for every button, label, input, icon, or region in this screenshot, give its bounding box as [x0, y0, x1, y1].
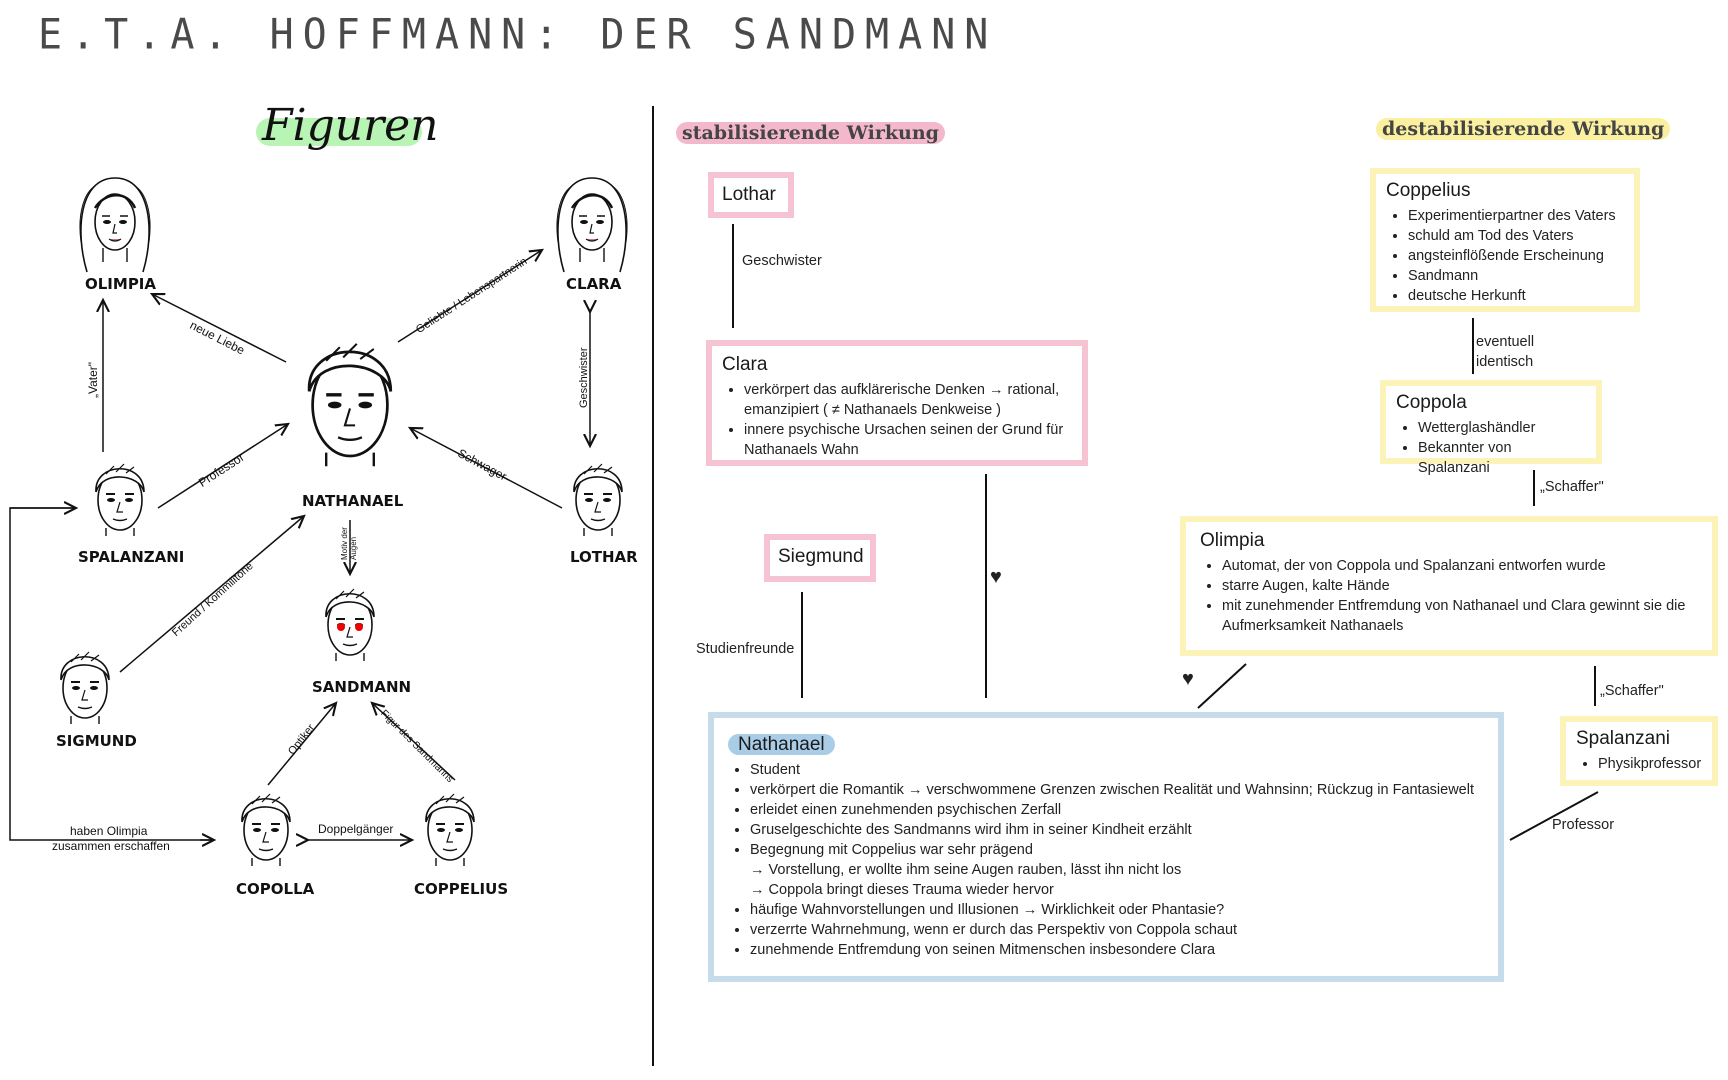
nathanael-item: Student: [750, 760, 1484, 780]
label-schaffer-coppola: „Schaffer": [1540, 479, 1604, 495]
coppelius-item: Sandmann: [1408, 266, 1624, 286]
sigmund-face: [59, 651, 111, 725]
page-title: E.T.A. HOFFMANN: DER SANDMANN: [38, 10, 998, 60]
clara-face: [555, 176, 629, 274]
nathanael-item: zunehmende Entfremdung von seinen Mitmen…: [750, 940, 1484, 960]
olimpia-item: Automat, der von Coppola und Spalanzani …: [1222, 556, 1698, 576]
line-siegmund-nathanael: [801, 592, 803, 698]
label-geschwister: Geschwister: [742, 253, 822, 269]
coppelius-item: angsteinflößende Erscheinung: [1408, 246, 1624, 266]
heart-clara: ♥: [990, 566, 1002, 588]
label-eventuell: eventuell: [1476, 334, 1535, 350]
nathanael-face: [307, 342, 393, 468]
arrow-schwager: [410, 428, 563, 509]
coppelius-item: schuld am Tod des Vaters: [1408, 226, 1624, 246]
lothar-face: [572, 463, 623, 537]
copolla-face: [240, 793, 291, 867]
figuren-heading: Figuren: [262, 100, 439, 151]
olimpia-item: starre Augen, kalte Hände: [1222, 576, 1698, 596]
label-schaffer-spalanzani: „Schaffer": [1600, 683, 1664, 699]
label-sandmann: SANDMANN: [312, 678, 412, 696]
box-coppola: Coppola Wetterglashändler Bekannter von …: [1380, 380, 1602, 476]
clara-title: Clara: [722, 354, 768, 375]
character-diagram: [9, 176, 629, 867]
line-clara-nathanael: [985, 474, 987, 698]
relation-doppelganger: Doppelgänger: [318, 822, 394, 836]
relation-zusammen-erschaffen: zusammen erschaffen: [52, 839, 170, 853]
label-lothar: LOTHAR: [570, 548, 638, 566]
label-studienfreunde: Studienfreunde: [696, 641, 795, 657]
relation-haben-olimpia: haben Olimpia: [70, 824, 148, 838]
label-olimpia: OLIMPIA: [85, 275, 157, 293]
box-nathanael: Nathanael Student verkörpert die Romanti…: [708, 712, 1504, 982]
label-nathanael: NATHANAEL: [302, 492, 404, 510]
olimpia-item: mit zunehmender Entfremdung von Nathanae…: [1222, 596, 1698, 636]
nathanael-title: Nathanael: [728, 734, 1484, 756]
label-clara: CLARA: [566, 275, 622, 293]
line-coppelius-coppola: [1472, 318, 1474, 374]
spalanzani-face: [94, 463, 145, 537]
box-clara: Clara verkörpert das aufklärerische Denk…: [706, 340, 1088, 466]
coppola-item: Wetterglashändler: [1418, 418, 1586, 438]
nathanael-item: verkörpert die Romantik → verschwommene …: [750, 780, 1484, 800]
nathanael-item: Gruselgeschichte des Sandmanns wird ihm …: [750, 820, 1484, 840]
relation-geschwister: Geschwister: [578, 347, 590, 408]
relation-vater: „Vater": [86, 361, 100, 398]
coppola-item: Bekannter von Spalanzani: [1418, 438, 1586, 478]
arrow-freund: [119, 516, 304, 673]
box-siegmund: Siegmund: [764, 534, 876, 582]
heart-olimpia: ♥: [1182, 668, 1194, 690]
arrow-geliebte: [397, 250, 542, 343]
nathanael-subitem: → Vorstellung, er wollte ihm seine Augen…: [750, 862, 1182, 878]
coppelius-title: Coppelius: [1386, 180, 1471, 201]
destabilisierende-heading: destabilisierende Wirkung: [1376, 118, 1671, 140]
spalanzani-item: Physikprofessor: [1598, 754, 1702, 774]
arrow-neue-liebe: [152, 294, 287, 363]
line-lothar-clara: [732, 224, 734, 328]
arrow-optiker: [267, 703, 336, 786]
stabilisierende-heading: stabilisierende Wirkung: [676, 122, 945, 144]
siegmund-title: Siegmund: [778, 546, 864, 567]
diagonal-lines: [1197, 663, 1599, 841]
box-coppelius: Coppelius Experimentierpartner des Vater…: [1370, 168, 1640, 312]
coppelius-item: deutsche Herkunft: [1408, 286, 1624, 306]
nathanael-item: verzerrte Wahrnehmung, wenn er durch das…: [750, 920, 1484, 940]
arrow-professor: [157, 424, 288, 509]
label-professor: Professor: [1552, 817, 1615, 833]
nathanael-item: häufige Wahnvorstellungen und Illusionen…: [750, 900, 1484, 920]
clara-item: verkörpert das aufklärerische Denken → r…: [744, 380, 1072, 420]
nathanael-item: erleidet einen zunehmenden psychischen Z…: [750, 800, 1484, 820]
line-coppola-olimpia: [1533, 470, 1535, 506]
divider: [652, 106, 654, 1066]
lothar-title: Lothar: [722, 184, 776, 205]
box-olimpia: Olimpia Automat, der von Coppola und Spa…: [1180, 516, 1718, 656]
box-spalanzani: Spalanzani Physikprofessor: [1560, 716, 1718, 786]
clara-item: innere psychische Ursachen seinen der Gr…: [744, 420, 1072, 460]
sandmann-red-eye-right: [355, 623, 363, 631]
box-lothar: Lothar: [708, 172, 794, 218]
nathanael-subitem: → Coppola bringt dieses Trauma wieder he…: [750, 882, 1054, 898]
coppola-title: Coppola: [1396, 392, 1467, 413]
figuren-highlight: [256, 118, 422, 146]
label-coppelius: COPPELIUS: [414, 880, 509, 898]
relation-motiv: Motiv der Augen: [340, 527, 358, 560]
label-copolla: COPOLLA: [236, 880, 315, 898]
nathanael-item: Begegnung mit Coppelius war sehr prägend: [750, 840, 1484, 860]
label-spalanzani: SPALANZANI: [78, 548, 185, 566]
label-sigmund: SIGMUND: [56, 732, 137, 750]
olimpia-title: Olimpia: [1200, 530, 1265, 551]
coppelius-item: Experimentierpartner des Vaters: [1408, 206, 1624, 226]
olimpia-face: [78, 176, 152, 274]
label-identisch: identisch: [1476, 354, 1534, 370]
sandmann-red-eye-left: [337, 623, 345, 631]
coppelius-face: [424, 793, 475, 867]
arrow-figur-sandmann: [372, 703, 456, 781]
sandmann-face: [324, 588, 375, 662]
line-olimpia-spalanzani: [1594, 666, 1596, 706]
spalanzani-title: Spalanzani: [1576, 728, 1671, 749]
